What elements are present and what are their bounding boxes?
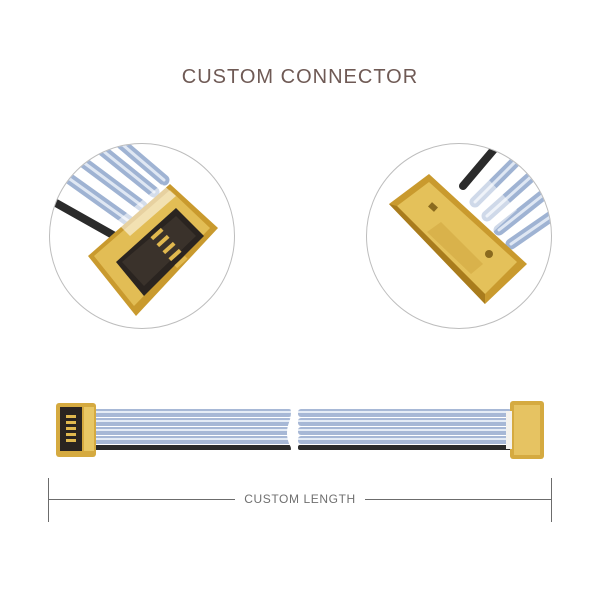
right-connector [506,401,544,459]
connector-front-illustration [50,144,218,316]
cable-bundle [92,401,512,457]
connector-back-detail-image [366,143,552,329]
dimension-tick-left [48,478,49,522]
length-dimension: CUSTOM LENGTH [48,478,552,522]
micro-coax-wires [50,144,170,243]
gold-connector-shell [88,184,218,316]
connector-front-detail-image [49,143,235,329]
page-title: CUSTOM CONNECTOR [181,66,419,88]
cable-assembly-image [56,401,544,459]
dimension-line-right [365,499,551,500]
dimension-tick-right [551,478,552,522]
gold-connector-shell [389,174,527,304]
connector-back-illustration [389,144,551,304]
dimension-line-left [49,499,235,500]
dimension-label: CUSTOM LENGTH [244,492,356,506]
left-connector [56,403,96,457]
connector-pins [150,227,188,269]
